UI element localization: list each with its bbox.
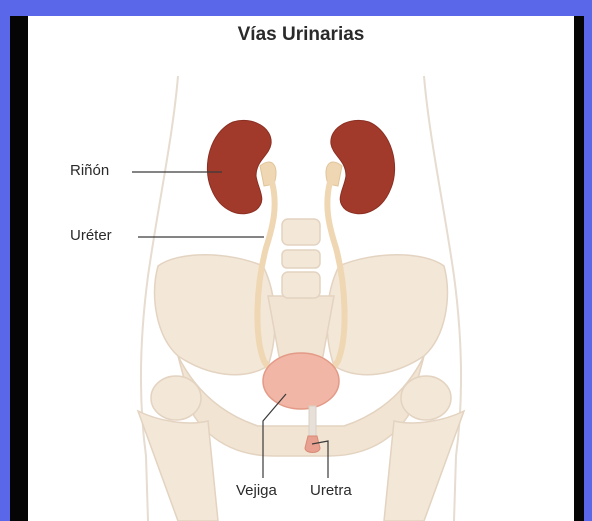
vertebra-1 <box>282 219 320 245</box>
right-border <box>574 16 584 521</box>
diagram-panel: Vías Urinarias Riñón Uréter Vejiga Uretr… <box>28 16 574 521</box>
left-femur <box>138 411 218 521</box>
anatomy-illustration <box>28 16 574 521</box>
left-border <box>10 16 28 521</box>
right-hip-joint <box>401 376 451 420</box>
vertebra-2 <box>282 250 320 268</box>
ureter-label: Uréter <box>70 227 112 244</box>
kidney-label: Riñón <box>70 162 109 179</box>
left-hip-joint <box>151 376 201 420</box>
bladder <box>263 353 339 409</box>
urethra-tube <box>309 406 316 436</box>
vertebra-3 <box>282 272 320 298</box>
right-femur <box>384 411 464 521</box>
urethra-label: Uretra <box>310 482 352 499</box>
diagram-title: Vías Urinarias <box>28 24 574 46</box>
bladder-label: Vejiga <box>236 482 277 499</box>
